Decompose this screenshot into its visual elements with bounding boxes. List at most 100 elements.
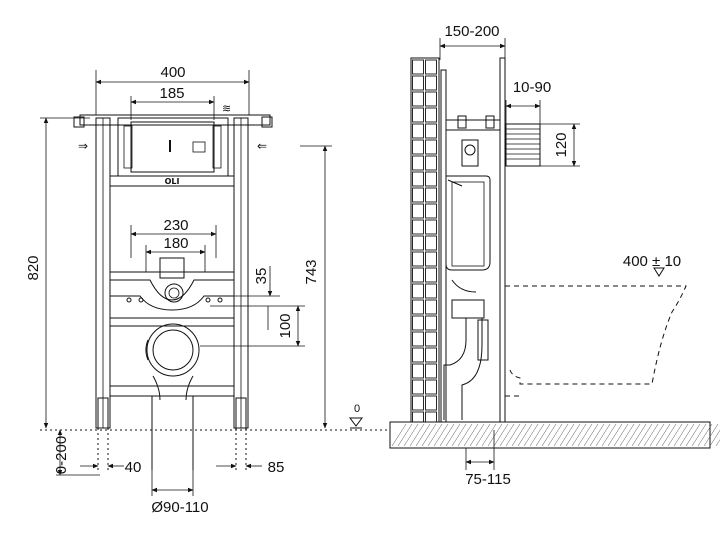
brick — [412, 267, 424, 283]
brick — [425, 379, 437, 395]
hatch-line — [649, 423, 665, 447]
dim-743: 743 — [300, 145, 332, 429]
hatch-line — [691, 423, 707, 447]
hatch-line — [643, 423, 659, 447]
hatch-line — [619, 423, 635, 447]
dim-180: 180 — [145, 235, 206, 272]
front-view: 400 185 ⇒ ⇐ ≋ OLI — [25, 64, 400, 516]
dim-40-label: 40 — [125, 459, 142, 476]
dim-0-200-label: 0-200 — [53, 436, 70, 474]
brick — [425, 315, 437, 331]
brick — [412, 283, 424, 299]
supply-fitting: 10-90 — [505, 79, 551, 167]
cistern-housing — [117, 117, 229, 177]
hatch-line — [601, 423, 617, 447]
supply-valve — [159, 257, 185, 279]
brick — [425, 155, 437, 171]
brick — [412, 363, 424, 379]
hatch-line — [583, 423, 599, 447]
hatch-line — [529, 423, 545, 447]
brick — [425, 363, 437, 379]
dim-150-200: 150-200 — [439, 23, 506, 60]
wall-bracket-left — [73, 116, 85, 128]
brick — [425, 299, 437, 315]
brick — [425, 59, 437, 75]
dim-120: 120 — [540, 123, 580, 167]
dim-100: 100 — [200, 305, 305, 347]
brick — [425, 139, 437, 155]
hatch-line — [421, 423, 437, 447]
brick — [412, 235, 424, 251]
brick — [412, 347, 424, 363]
brick — [425, 395, 437, 411]
hatch-line — [499, 423, 515, 447]
brick — [425, 347, 437, 363]
brick — [425, 331, 437, 347]
dim-743-label: 743 — [303, 259, 320, 284]
dim-180-label: 180 — [163, 235, 188, 252]
brick — [412, 123, 424, 139]
brick — [412, 379, 424, 395]
brick — [425, 203, 437, 219]
brick — [425, 123, 437, 139]
hatch-line — [559, 423, 575, 447]
brick — [412, 75, 424, 91]
brick — [425, 283, 437, 299]
brick — [425, 251, 437, 267]
hatch-line — [505, 423, 521, 447]
hatch-line — [631, 423, 647, 447]
hatch-line — [673, 423, 689, 447]
dim-150-200-label: 150-200 — [444, 23, 499, 40]
brick — [412, 315, 424, 331]
dim-400-label: 400 — [160, 64, 185, 81]
brick — [425, 267, 437, 283]
brick — [412, 395, 424, 411]
dim-0-200: 0-200 — [53, 429, 100, 476]
hatch-line — [715, 439, 720, 447]
hatch-line — [463, 423, 479, 447]
hatch-line — [457, 423, 473, 447]
frame-side-front — [499, 57, 506, 429]
hatch-line — [685, 423, 701, 447]
hatch-line — [451, 423, 467, 447]
brick — [425, 91, 437, 107]
zero-marker: 0 — [349, 403, 363, 429]
hatch-line — [475, 423, 491, 447]
flush-plate-opening — [130, 121, 215, 173]
brick — [412, 107, 424, 123]
floor-slab — [389, 421, 711, 449]
hatch-line — [433, 423, 449, 447]
dim-bowl-width: 400 ± 10 — [623, 253, 681, 277]
dim-230: 230 — [130, 217, 217, 258]
brick — [425, 107, 437, 123]
brick — [412, 219, 424, 235]
floor-hatch — [391, 423, 720, 447]
hatch-line — [661, 423, 677, 447]
hatch-line — [607, 423, 623, 447]
hatch-line — [391, 423, 407, 447]
svg-text:0: 0 — [354, 403, 360, 415]
dim-drain-diameter-label: Ø90-110 — [151, 499, 208, 516]
dim-100-label: 100 — [277, 313, 294, 338]
dim-820: 820 — [25, 117, 90, 429]
hatch-line — [547, 423, 563, 447]
hatch-line — [565, 423, 581, 447]
dim-75-115-label: 75-115 — [465, 471, 511, 488]
dim-35: 35 — [234, 266, 280, 297]
brick — [425, 187, 437, 203]
hatch-line — [493, 423, 509, 447]
arrow-right-icon: ⇐ — [257, 139, 267, 153]
brick — [425, 75, 437, 91]
brick — [425, 219, 437, 235]
hatch-line — [667, 423, 683, 447]
dim-drain-diameter: Ø90-110 — [151, 470, 209, 516]
drain-outlet — [146, 323, 200, 377]
cistern-tank — [445, 175, 491, 271]
dim-10-90-label: 10-90 — [513, 79, 551, 96]
dim-185-label: 185 — [159, 85, 184, 102]
dim-120-label: 120 — [553, 132, 570, 157]
hatch-line — [445, 423, 461, 447]
brick — [412, 331, 424, 347]
hatch-line — [517, 423, 533, 447]
hatch-line — [709, 429, 720, 447]
